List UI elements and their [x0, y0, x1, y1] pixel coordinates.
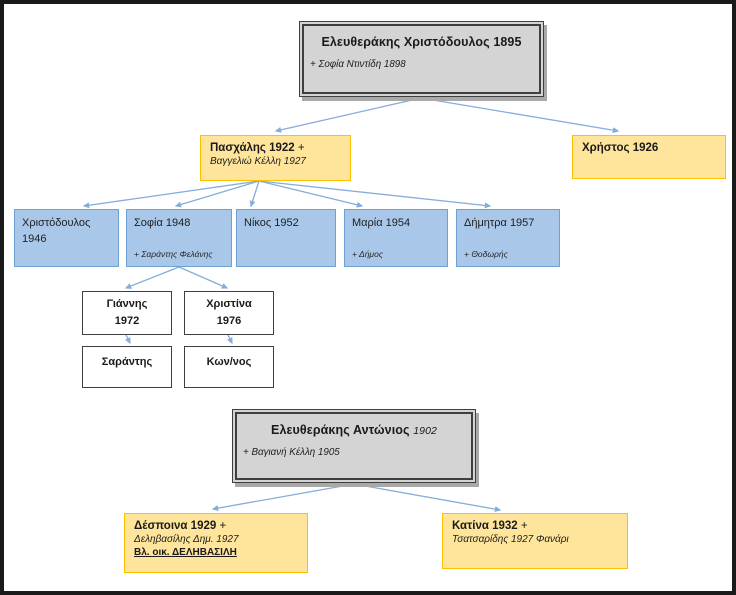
- plus-sign: +: [219, 520, 227, 532]
- edge-paschalis-dimitra: [258, 180, 492, 209]
- person-name: Σοφία 1948: [134, 217, 191, 229]
- node-christos: Χρήστος 1926: [572, 135, 726, 179]
- node-despoina: Δέσποινα 1929 + Δεληβασίλης Δημ. 1927 Βλ…: [124, 513, 308, 573]
- node-maria-1954: Μαρία 1954 + Δήμος: [344, 209, 448, 267]
- node-eleftherakis-antonios: Ελευθεράκης Αντώνιος 1902 + Βαγιανή Κέλλ…: [232, 409, 476, 483]
- person-name: Νίκος 1952: [244, 217, 299, 229]
- person-name: Χρήστος 1926: [582, 142, 659, 154]
- person-year: 1976: [216, 314, 242, 327]
- person-name: Δήμητρα 1957: [464, 217, 535, 229]
- node-sarantis: Σαράντης: [82, 346, 172, 388]
- edge-sofia-christina: [178, 266, 229, 289]
- person-name: Σαράντης: [101, 356, 153, 368]
- person-name: Πασχάλης 1922 +: [210, 142, 305, 154]
- person-year: 1902: [413, 425, 437, 437]
- person-name: Ελευθεράκης Χριστόδουλος 1895: [321, 35, 522, 49]
- node-giannis-1972: Γιάννης 1972: [82, 291, 172, 335]
- edge-root1-paschalis: [274, 97, 422, 133]
- person-name: Μαρία 1954: [352, 217, 411, 229]
- plus-sign: +: [520, 520, 528, 532]
- node-nikos-1952: Νίκος 1952: [236, 209, 336, 267]
- person-year: 1972: [114, 314, 140, 327]
- edge-paschalis-sofia: [174, 180, 260, 208]
- edge-sofia-giannis: [124, 266, 180, 289]
- spouse-name: Τσατσαρίδης 1927 Φανάρι: [452, 534, 569, 545]
- edge-paschalis-nikos: [249, 180, 260, 208]
- person-name: Κατίνα 1932 +: [452, 520, 528, 532]
- spouse-name: Βαγγελιώ Κέλλη 1927: [210, 156, 306, 167]
- spouse-name: + Βαγιανή Κέλλη 1905: [243, 447, 340, 458]
- edge-giannis-sarantis: [124, 334, 131, 345]
- edge-root2-despoina: [211, 483, 355, 512]
- person-name: Χριστόδουλος 1946: [22, 217, 91, 245]
- node-katina: Κατίνα 1932 + Τσατσαρίδης 1927 Φανάρι: [442, 513, 628, 569]
- spouse-name: + Σοφία Ντιντίδη 1898: [310, 59, 406, 70]
- node-christodoulos-1946: Χριστόδουλος 1946: [14, 209, 119, 267]
- edge-paschalis-maria: [258, 180, 364, 208]
- spouse-name: + Θοδωρής: [464, 249, 508, 259]
- node-konnos: Κων/νος: [184, 346, 274, 388]
- edge-paschalis-christodoulos: [82, 180, 260, 209]
- person-name: Δέσποινα 1929 +: [134, 520, 227, 532]
- person-name: Ελευθεράκης Αντώνιος 1902: [271, 423, 437, 437]
- spouse-name: Δεληβασίλης Δημ. 1927: [134, 534, 239, 545]
- node-christina-1976: Χριστίνα 1976: [184, 291, 274, 335]
- person-name: Χριστίνα: [206, 298, 252, 310]
- plus-sign: +: [297, 142, 305, 154]
- node-eleftherakis-christodoulos: Ελευθεράκης Χριστόδουλος 1895 + Σοφία Ντ…: [299, 21, 544, 97]
- spouse-name: + Σαράντης Φελάνης: [134, 249, 213, 259]
- edge-root1-christos: [420, 97, 620, 134]
- person-name: Γιάννης: [106, 298, 148, 310]
- person-name: Κων/νος: [206, 356, 252, 368]
- node-paschalis: Πασχάλης 1922 + Βαγγελιώ Κέλλη 1927: [200, 135, 351, 181]
- node-sofia-1948: Σοφία 1948 + Σαράντης Φελάνης: [126, 209, 232, 267]
- edge-root2-katina: [353, 483, 502, 513]
- family-reference-note: Βλ. οικ. ΔΕΛΗΒΑΣΙΛΗ: [134, 547, 237, 558]
- spouse-name: + Δήμος: [352, 249, 383, 259]
- edge-christina-konnos: [226, 334, 233, 345]
- node-dimitra-1957: Δήμητρα 1957 + Θοδωρής: [456, 209, 560, 267]
